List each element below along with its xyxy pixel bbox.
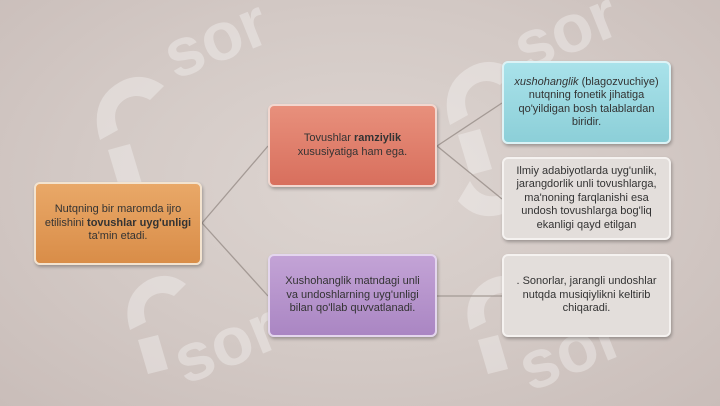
node-root-bold: tovushlar uyg'unligi [87,216,192,229]
node-symbolism-bold: ramziylik [354,132,402,144]
connector-mid1-leaf2 [436,145,503,200]
node-symbolism-text-end: xususiyatiga ham ega. [297,145,408,158]
connector-root-mid2 [201,222,269,297]
node-symbolism: Tovushlar ramziylik xususiyatiga ham ega… [268,104,437,187]
node-sonorants: . Sonorlar, jarangli undoshlar nutqda mu… [502,254,671,337]
node-sonorants-text: . Sonorlar, jarangli undoshlar nutqda mu… [516,275,657,315]
node-scientific-note-text: Ilmiy adabiyotlarda uyg'unlik, jarangdor… [516,164,657,231]
node-euphony: Xushohanglik matndagi unli va undoshlarn… [268,254,437,337]
node-root-text-end: ta'min etadi. [88,230,148,243]
node-scientific-note: Ilmiy adabiyotlarda uyg'unlik, jarangdor… [502,157,671,240]
node-euphony-definition-text: (blagozvuchiye) nutqning fonetik jihatig… [518,75,659,129]
node-euphony-text: Xushohanglik matndagi unli va undoshlarn… [285,275,420,315]
node-symbolism-text: Tovushlar [303,132,355,144]
node-root: Nutqning bir maromda ijro etilishini tov… [34,182,202,265]
node-euphony-definition-italic: xushohanglik [514,75,579,88]
node-root-text: Nutqning bir maromda ijro etilishini [44,203,182,229]
node-euphony-definition: xushohanglik (blagozvuchiye) nutqning fo… [502,61,671,144]
connector-mid1-leaf1 [436,102,503,147]
connector-root-mid1 [201,145,269,224]
